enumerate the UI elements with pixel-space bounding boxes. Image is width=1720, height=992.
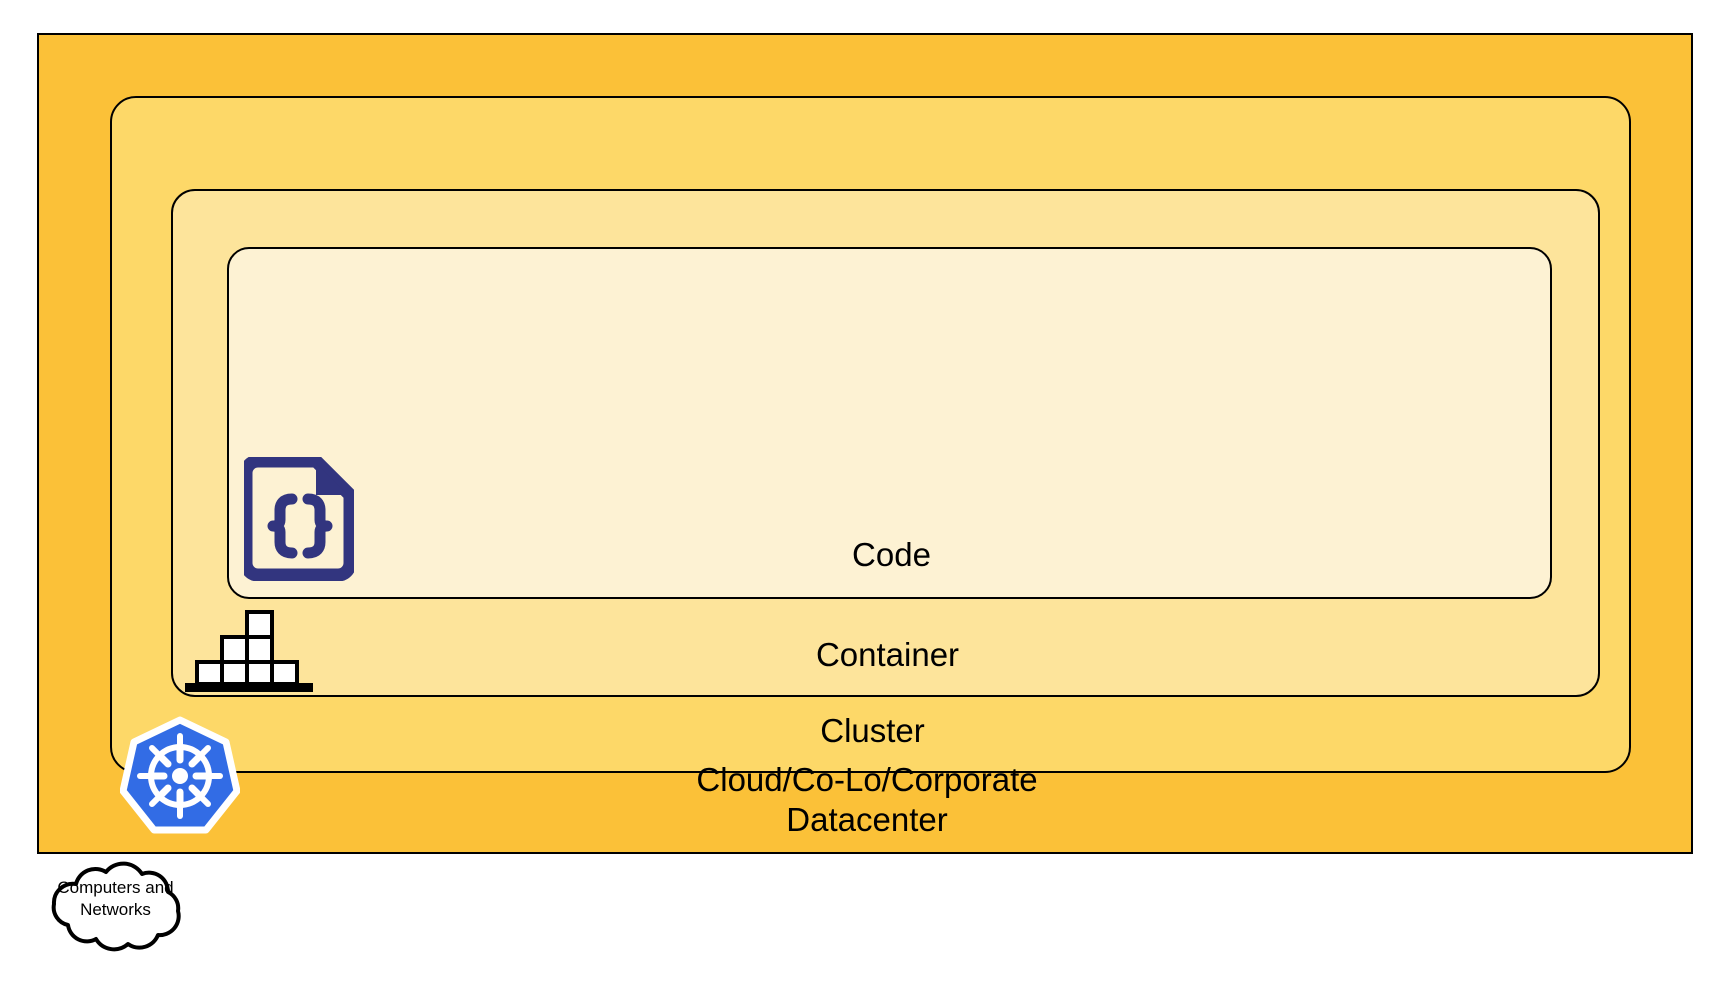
layer-container[interactable]: Code Container — [171, 189, 1600, 697]
code-file-icon — [239, 454, 357, 582]
kubernetes-icon — [119, 716, 241, 836]
layer-code[interactable]: Code — [227, 247, 1552, 599]
label-datacenter: Cloud/Co-Lo/Corporate Datacenter — [696, 761, 1038, 838]
cloud-shape[interactable] — [38, 858, 193, 958]
label-code: Code — [852, 536, 931, 573]
label-cluster: Cluster — [820, 712, 925, 749]
layer-datacenter[interactable]: Code Container Cluster Cloud/Co-Lo/Corpo… — [37, 33, 1693, 854]
container-boxes-icon — [185, 610, 313, 692]
label-container: Container — [815, 636, 960, 673]
layer-cluster[interactable]: Code Container Cluster — [110, 96, 1631, 773]
